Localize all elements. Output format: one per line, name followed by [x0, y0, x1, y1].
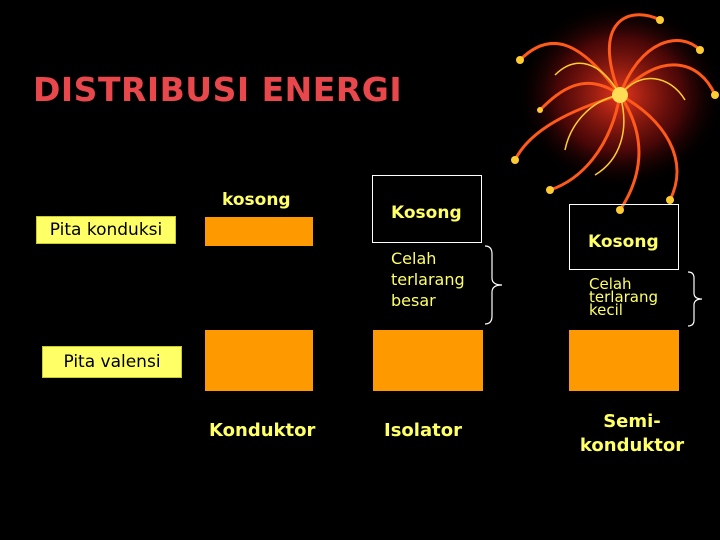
- insulator-empty-band: Kosong: [372, 175, 482, 243]
- insulator-empty-label: Kosong: [391, 203, 462, 223]
- page-title: DISTRIBUSI ENERGI: [33, 70, 403, 109]
- insulator-gap-brace: [484, 245, 503, 325]
- valence-band-label: Pita valensi: [42, 346, 182, 378]
- insulator-valence-band: [373, 330, 483, 391]
- semiconductor-empty-band: Kosong: [569, 204, 679, 270]
- semiconductor-empty-label: Kosong: [588, 232, 659, 252]
- semiconductor-gap-line-2: terlarang: [589, 288, 659, 306]
- insulator-gap-line-1: Celah: [391, 249, 437, 268]
- semiconductor-caption: Semi- konduktor: [574, 410, 690, 458]
- semiconductor-caption-line-1: Semi-: [603, 411, 661, 432]
- semiconductor-gap-label: Celah terlarang kecil: [589, 275, 659, 319]
- conduction-band-label: Pita konduksi: [36, 216, 176, 244]
- semiconductor-gap-brace: [687, 271, 703, 327]
- conductor-caption: Konduktor: [209, 420, 316, 441]
- semiconductor-caption-line-2: konduktor: [579, 435, 685, 456]
- insulator-gap-line-2: terlarang: [391, 270, 465, 289]
- insulator-gap-label: Celah terlarang besar: [391, 248, 465, 311]
- conductor-conduction-band: [205, 217, 313, 246]
- decorative-spiral-graphic: [511, 0, 720, 214]
- insulator-caption: Isolator: [384, 420, 462, 441]
- conductor-valence-band: [205, 330, 313, 391]
- insulator-gap-line-3: besar: [391, 291, 436, 310]
- semiconductor-valence-band: [569, 330, 679, 391]
- semiconductor-gap-line-3: kecil: [589, 301, 623, 319]
- conductor-empty-label: kosong: [222, 190, 291, 210]
- semiconductor-gap-line-1: Celah: [589, 275, 632, 293]
